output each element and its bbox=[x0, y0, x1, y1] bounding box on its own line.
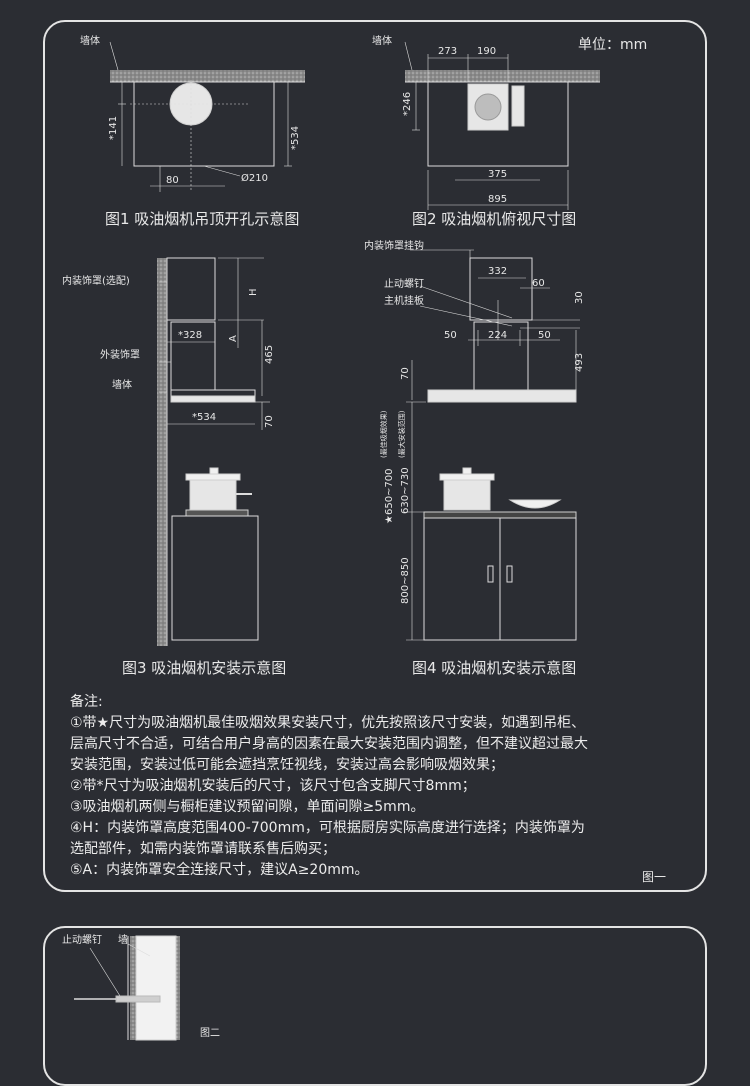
fig4-dim-50b: 50 bbox=[538, 330, 551, 341]
figure-1 bbox=[109, 41, 305, 192]
fig1-caption: 图1 吸油烟机吊顶开孔示意图 bbox=[105, 210, 299, 228]
fig3-dim-70: 70 bbox=[264, 415, 275, 428]
fig4-dim-50a: 50 bbox=[444, 330, 457, 341]
fig1-dim-210: Ø210 bbox=[241, 172, 268, 184]
notes-line-7: 选配部件，如需内装饰罩请联系售后购买； bbox=[70, 841, 336, 857]
fig1-dim-80: 80 bbox=[166, 175, 179, 186]
notes-line-1: ①带★尺寸为吸油烟机最佳吸烟效果安装尺寸，优先按照该尺寸安装，如遇到吊柜、 bbox=[70, 715, 586, 731]
fig1-dim-534: *534 bbox=[290, 126, 301, 150]
notes-line-6: ④H：内装饰罩高度范围400-700mm，可根据厨房实际高度进行选择；内装饰罩为 bbox=[70, 820, 585, 836]
fig2-dim-375: 375 bbox=[488, 169, 507, 180]
hood-outline-top-2 bbox=[427, 81, 569, 167]
detail-stop-screw: 止动螺钉 bbox=[62, 934, 102, 946]
fig1-wall-label: 墙体 bbox=[80, 34, 100, 47]
fig2-dim-895: 895 bbox=[488, 194, 507, 205]
fig3-caption: 图3 吸油烟机安装示意图 bbox=[122, 659, 286, 677]
fig2-wall-label: 墙体 bbox=[372, 34, 392, 47]
ceiling-hatch bbox=[110, 70, 305, 82]
fig4-stop-screw: 止动螺钉 bbox=[384, 278, 424, 290]
notes-line-2: 层高尺寸不合适，可结合用户身高的因素在最大安装范围内调整，但不建议超过最大 bbox=[70, 736, 588, 752]
fig4-hook: 内装饰罩挂钩 bbox=[364, 239, 424, 252]
notes-line-4: ②带*尺寸为吸油烟机安装后的尺寸，该尺寸包含支脚尺寸8mm； bbox=[70, 778, 476, 794]
fig4-dim-60: 60 bbox=[532, 278, 545, 289]
fig3-outer-cover: 外装饰罩 bbox=[100, 348, 140, 361]
notes-line-8: ⑤A：内装饰罩安全连接尺寸，建议A≥20mm。 bbox=[70, 862, 369, 878]
fig2-dim-190: 190 bbox=[477, 46, 496, 57]
fig3-dim-h: H bbox=[248, 288, 259, 296]
inner-cover-outline-4 bbox=[469, 257, 533, 321]
fig4-dim-70: 70 bbox=[400, 367, 411, 380]
cabinet-3 bbox=[171, 515, 259, 641]
fig4-main-plate: 主机挂板 bbox=[384, 294, 424, 307]
fig1-dim-141: *141 bbox=[108, 116, 119, 140]
hood-body-3 bbox=[170, 395, 256, 403]
fig3-inner-cover: 内装饰罩(选配) bbox=[62, 274, 130, 287]
fig4-note-max: (最大安装范围) bbox=[397, 410, 406, 458]
fig4-dim-30: 30 bbox=[574, 291, 585, 304]
fig3-dim-a: A bbox=[228, 335, 239, 342]
wall-hatch-3 bbox=[157, 258, 167, 646]
fig2-dim-273: 273 bbox=[438, 46, 457, 57]
fig4-dim-650-700: ★650~700 bbox=[384, 468, 395, 524]
notes-title: 备注: bbox=[70, 694, 103, 710]
figure-4 bbox=[406, 249, 580, 641]
wall-detail bbox=[135, 935, 177, 1041]
fig3-dim-328: *328 bbox=[178, 330, 202, 341]
notes-line-5: ③吸油烟机两侧与橱柜建议预留间隙，单面间隙≥5mm。 bbox=[70, 799, 425, 815]
wok-icon bbox=[508, 499, 562, 509]
fig4-dim-224: 224 bbox=[488, 330, 507, 341]
fig4-dim-630-730: 630~730 bbox=[400, 467, 411, 514]
pot-icon-3 bbox=[189, 477, 237, 511]
fig2-dim-246: *246 bbox=[402, 92, 413, 116]
screw-icon bbox=[115, 995, 161, 1003]
pot-icon-4 bbox=[443, 477, 491, 511]
fig3-dim-534: *534 bbox=[192, 412, 216, 423]
figure-2 bbox=[404, 41, 600, 210]
unit-label: 单位：mm bbox=[578, 37, 647, 53]
fig4-dim-332: 332 bbox=[488, 266, 507, 277]
notes-line-3: 安装范围，安装过低可能会遮挡烹饪视线，安装过高会影响吸烟效果； bbox=[70, 757, 504, 773]
detail-wall: 墙 bbox=[118, 933, 128, 946]
figure-tag: 图一 bbox=[642, 870, 667, 884]
diagram-canvas: 单位：mm 墙体 *141 *534 80 Ø210 图1 吸油烟机吊顶开孔示意… bbox=[62, 34, 647, 1041]
fig4-caption: 图4 吸油烟机安装示意图 bbox=[412, 659, 576, 677]
fig2-caption: 图2 吸油烟机俯视尺寸图 bbox=[412, 210, 576, 228]
detail-tag: 图二 bbox=[200, 1027, 220, 1039]
fig3-dim-465: 465 bbox=[264, 345, 275, 364]
fig4-note-best: (最佳吸烟效果) bbox=[379, 410, 388, 458]
inner-cover-outline bbox=[166, 257, 216, 321]
fig3-wall-label: 墙体 bbox=[112, 378, 132, 391]
notes-block: 备注: ①带★尺寸为吸油烟机最佳吸烟效果安装尺寸，优先按照该尺寸安装，如遇到吊柜… bbox=[70, 692, 700, 881]
wall-hatch-2 bbox=[405, 70, 600, 82]
hood-body-4 bbox=[427, 389, 577, 403]
fig4-dim-800-850: 800~850 bbox=[400, 557, 411, 604]
fig4-dim-493: 493 bbox=[574, 353, 585, 372]
figure-3 bbox=[157, 257, 270, 646]
figure-detail bbox=[74, 935, 180, 1041]
main-panel bbox=[43, 20, 707, 892]
